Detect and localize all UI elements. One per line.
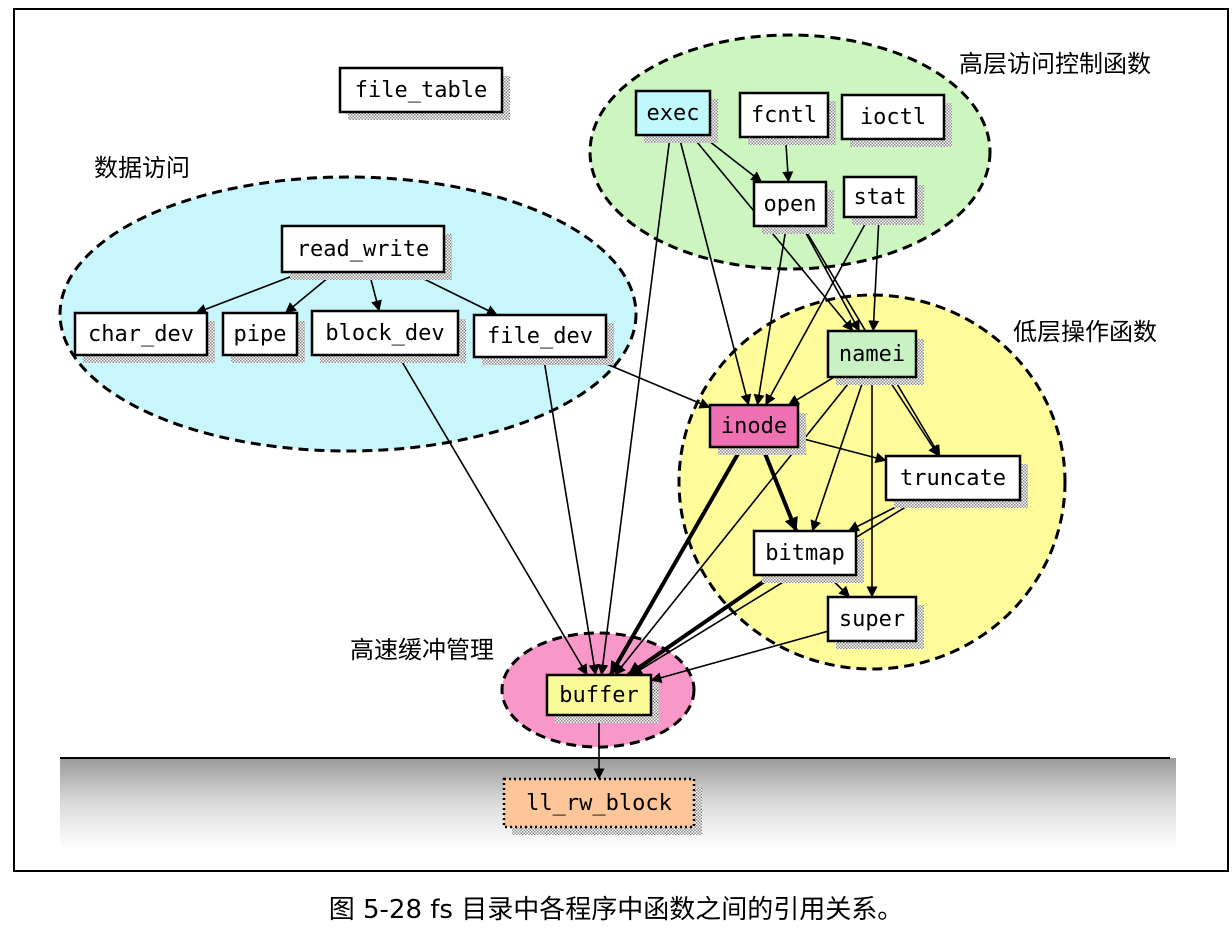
node-box-super bbox=[826, 595, 918, 643]
node-box-block_dev bbox=[310, 309, 460, 357]
node-label-read_write: read_write bbox=[297, 237, 429, 262]
edge-bitmap-to-buffer bbox=[626, 573, 775, 677]
node-label-fcntl: fcntl bbox=[751, 103, 817, 128]
node-box-read_write bbox=[280, 224, 446, 274]
node-label-inode: inode bbox=[721, 414, 787, 439]
node-pipe: pipe bbox=[221, 311, 305, 363]
node-box-file_table bbox=[338, 66, 504, 114]
node-bitmap: bitmap bbox=[752, 529, 864, 583]
node-label-file_table: file_table bbox=[355, 78, 487, 103]
node-box-namei bbox=[826, 329, 918, 379]
node-box-buffer bbox=[545, 673, 653, 717]
region-label-high: 高层访问控制函数 bbox=[959, 50, 1151, 78]
edge-namei-to-truncate bbox=[886, 376, 940, 457]
node-ioctl: ioctl bbox=[840, 93, 952, 147]
node-ll_rw_block: ll_rw_block bbox=[502, 777, 702, 835]
node-inode: inode bbox=[708, 403, 806, 455]
node-box-pipe bbox=[221, 311, 299, 357]
node-read_write: read_write bbox=[280, 224, 452, 280]
node-box-stat bbox=[842, 175, 918, 219]
edge-namei-to-buffer bbox=[614, 376, 855, 676]
node-label-bitmap: bitmap bbox=[765, 541, 844, 566]
node-box-bitmap bbox=[752, 529, 858, 577]
node-label-super: super bbox=[839, 607, 905, 632]
region-label-data: 数据访问 bbox=[94, 154, 190, 182]
node-box-fcntl bbox=[738, 91, 830, 139]
node-label-file_dev: file_dev bbox=[487, 324, 593, 349]
node-label-ioctl: ioctl bbox=[860, 105, 926, 130]
node-exec: exec bbox=[634, 89, 718, 143]
edge-open-to-inode bbox=[753, 225, 788, 406]
edge-super-to-buffer bbox=[650, 630, 829, 683]
edge-file_dev-to-inode bbox=[589, 356, 711, 409]
node-box-open bbox=[752, 180, 828, 228]
node-box-file_dev bbox=[472, 313, 608, 359]
region-label-buf: 高速缓冲管理 bbox=[350, 636, 494, 664]
node-label-open: open bbox=[764, 192, 817, 217]
figure-caption: 图 5-28 fs 目录中各程序中函数之间的引用关系。 bbox=[329, 895, 904, 925]
edge-exec-to-inode bbox=[677, 134, 752, 406]
node-stat: stat bbox=[842, 175, 924, 225]
node-file_dev: file_dev bbox=[472, 313, 614, 365]
edge-inode-to-truncate bbox=[797, 436, 887, 464]
node-box-ioctl bbox=[840, 93, 946, 141]
node-namei: namei bbox=[826, 329, 924, 385]
edge-block_dev-to-buffer bbox=[397, 354, 588, 676]
node-fcntl: fcntl bbox=[738, 91, 836, 145]
node-label-ll_rw_block: ll_rw_block bbox=[526, 791, 672, 816]
node-box-ll_rw_block bbox=[502, 777, 696, 829]
edge-inode-to-bitmap bbox=[760, 446, 799, 532]
node-char_dev: char_dev bbox=[73, 311, 215, 363]
node-truncate: truncate bbox=[884, 454, 1028, 508]
node-file_table: file_table bbox=[338, 66, 510, 120]
node-label-pipe: pipe bbox=[234, 322, 287, 347]
region-label-low: 低层操作函数 bbox=[1013, 318, 1157, 346]
node-label-block_dev: block_dev bbox=[325, 321, 444, 346]
node-box-exec bbox=[634, 89, 712, 137]
node-buffer: buffer bbox=[545, 673, 659, 723]
edge-namei-to-inode bbox=[787, 376, 835, 406]
edge-stat-to-inode bbox=[764, 216, 870, 406]
edge-truncate-to-buffer bbox=[631, 499, 918, 676]
node-label-buffer: buffer bbox=[559, 683, 638, 708]
node-box-char_dev bbox=[73, 311, 209, 357]
node-block_dev: block_dev bbox=[310, 309, 466, 363]
node-box-truncate bbox=[884, 454, 1022, 502]
edge-stat-to-namei bbox=[868, 216, 880, 332]
node-label-truncate: truncate bbox=[900, 466, 1006, 491]
edge-inode-to-buffer bbox=[608, 446, 744, 676]
edge-open-to-namei bbox=[801, 225, 861, 332]
node-super: super bbox=[826, 595, 924, 649]
edge-read_write-to-char_dev bbox=[195, 271, 304, 315]
node-label-namei: namei bbox=[839, 342, 905, 367]
edge-file_dev-to-buffer bbox=[542, 356, 600, 676]
edge-namei-to-bitmap bbox=[810, 376, 866, 532]
node-box-inode bbox=[708, 403, 800, 449]
node-label-char_dev: char_dev bbox=[88, 322, 194, 347]
node-label-stat: stat bbox=[854, 185, 907, 210]
node-open: open bbox=[752, 180, 834, 234]
edge-exec-to-buffer bbox=[597, 134, 671, 676]
node-label-exec: exec bbox=[647, 101, 700, 126]
